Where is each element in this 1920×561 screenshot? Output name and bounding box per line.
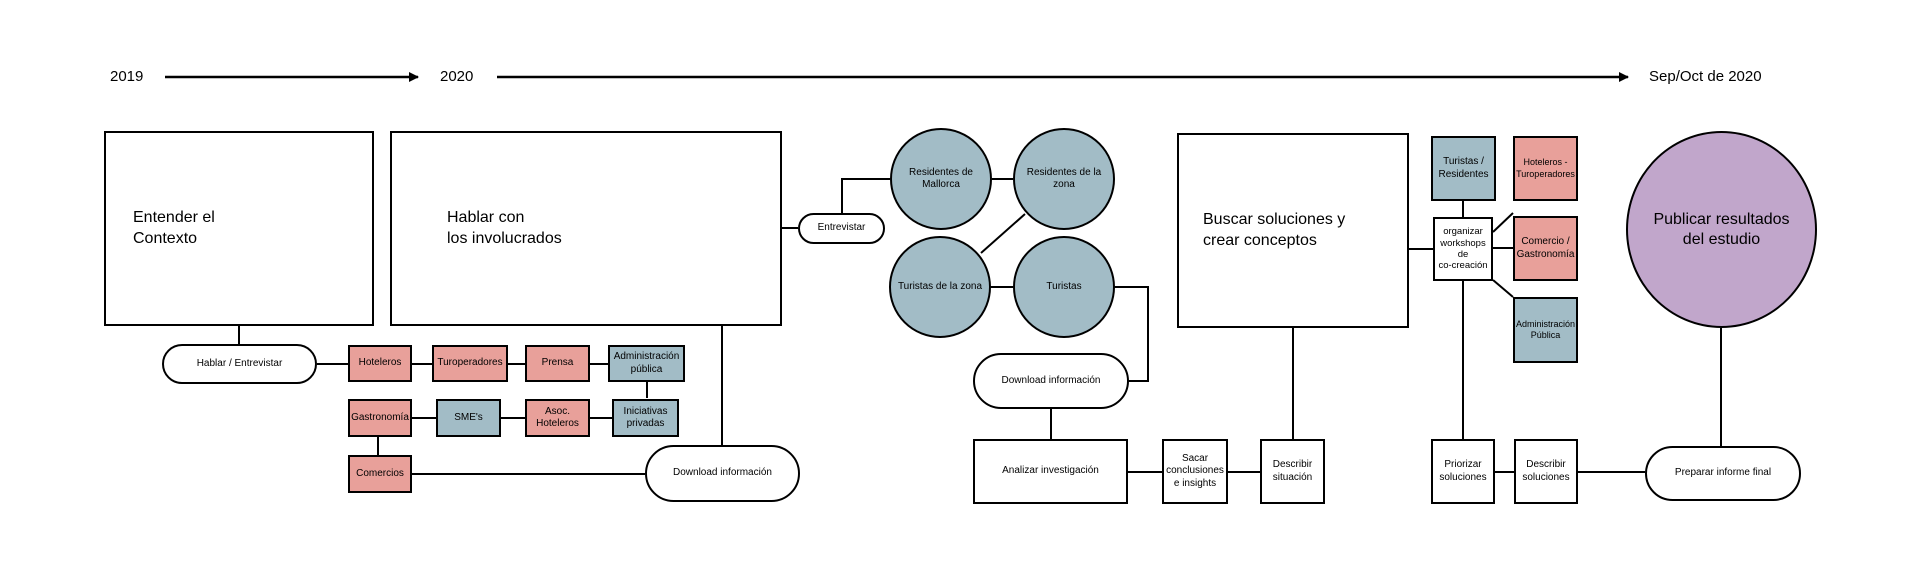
year-2019: 2019 — [110, 68, 144, 85]
edge — [1114, 286, 1149, 382]
workshop-hoteleros-turoperadores[interactable]: Hoteleros - Turoperadores — [1513, 136, 1578, 201]
stakeholder-administracion-publica[interactable]: Administración pública — [608, 345, 685, 382]
edge — [841, 178, 890, 213]
node-priorizar-soluciones[interactable]: Priorizar soluciones — [1431, 439, 1495, 504]
circle-turistas[interactable]: Turistas — [1013, 236, 1115, 338]
edge — [1492, 279, 1514, 298]
phase-hablar-involucrados[interactable]: Hablar con los involucrados — [390, 131, 782, 326]
stakeholder-iniciativas-privadas[interactable]: Iniciativas privadas — [612, 399, 679, 437]
stakeholder-prensa[interactable]: Prensa — [525, 345, 590, 382]
node-preparar-informe-final[interactable]: Preparar informe final — [1645, 446, 1801, 501]
node-organizar-workshops[interactable]: organizar workshops de co-creación — [1433, 217, 1493, 281]
workshop-turistas-residentes[interactable]: Turistas / Residentes — [1431, 136, 1496, 201]
phase-entender-contexto[interactable]: Entender el Contexto — [104, 131, 374, 326]
stakeholder-asoc-hoteleros[interactable]: Asoc. Hoteleros — [525, 399, 590, 437]
node-download-informacion-1[interactable]: Download información — [645, 445, 800, 502]
circle-turistas-zona[interactable]: Turistas de la zona — [889, 236, 991, 338]
year-end: Sep/Oct de 2020 — [1649, 68, 1762, 85]
node-describir-situacion[interactable]: Describir situación — [1260, 439, 1325, 504]
node-hablar-entrevistar[interactable]: Hablar / Entrevistar — [162, 344, 317, 384]
node-download-informacion-2[interactable]: Download información — [973, 353, 1129, 409]
circle-residentes-zona[interactable]: Residentes de la zona — [1013, 128, 1115, 230]
node-sacar-conclusiones[interactable]: Sacar conclusiones e insights — [1162, 439, 1228, 504]
edge — [1492, 212, 1514, 233]
phase-buscar-soluciones[interactable]: Buscar soluciones y crear conceptos — [1177, 133, 1409, 328]
node-entrevistar[interactable]: Entrevistar — [798, 213, 885, 244]
phase-publicar-resultados[interactable]: Publicar resultados del estudio — [1626, 131, 1817, 328]
stakeholder-turoperadores[interactable]: Turoperadores — [432, 345, 508, 382]
node-describir-soluciones[interactable]: Describir soluciones — [1514, 439, 1578, 504]
stakeholder-gastronomia[interactable]: Gastronomía — [348, 399, 412, 437]
stakeholder-hoteleros[interactable]: Hoteleros — [348, 345, 412, 382]
workshop-administracion-publica[interactable]: Administración Pública — [1513, 297, 1578, 363]
edges — [238, 178, 1722, 475]
year-2020: 2020 — [440, 68, 474, 85]
edge — [980, 213, 1026, 254]
node-analizar-investigacion[interactable]: Analizar investigación — [973, 439, 1128, 504]
stakeholder-comercios[interactable]: Comercios — [348, 455, 412, 493]
workshop-comercio-gastronomia[interactable]: Comercio / Gastronomía — [1513, 216, 1578, 281]
stakeholder-smes[interactable]: SME's — [436, 399, 501, 437]
circle-residentes-mallorca[interactable]: Residentes de Mallorca — [890, 128, 992, 230]
